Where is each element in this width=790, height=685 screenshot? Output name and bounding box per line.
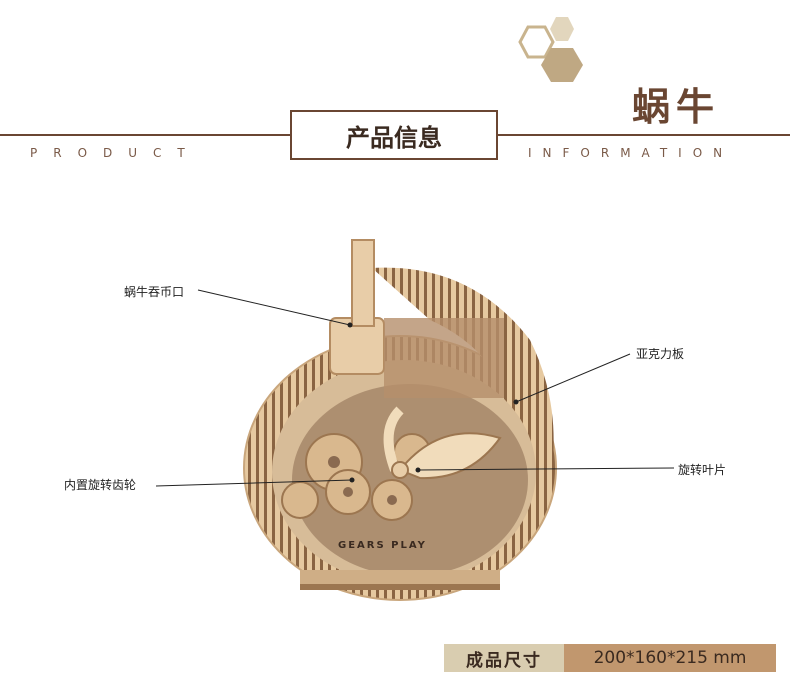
divider-left	[0, 134, 290, 136]
divider-right	[498, 134, 790, 136]
section-title: 产品信息	[290, 110, 498, 160]
product-logo: GEARS PLAY	[338, 540, 427, 551]
callout-acrylic-board: 亚克力板	[636, 347, 685, 361]
subtitle-product: PRODUCT	[30, 146, 201, 160]
callout-coin-slot: 蜗牛吞币口	[124, 285, 185, 299]
callout-rotating-blade: 旋转叶片	[678, 463, 727, 477]
spec-value: 200*160*215 mm	[564, 644, 776, 672]
product-name: 蜗牛	[632, 85, 721, 129]
spec-label: 成品尺寸	[444, 644, 564, 672]
hexagon-cluster-icon	[518, 17, 583, 82]
callout-inner-gear: 内置旋转齿轮	[64, 478, 137, 492]
subtitle-information: INFORMATION	[528, 146, 734, 160]
